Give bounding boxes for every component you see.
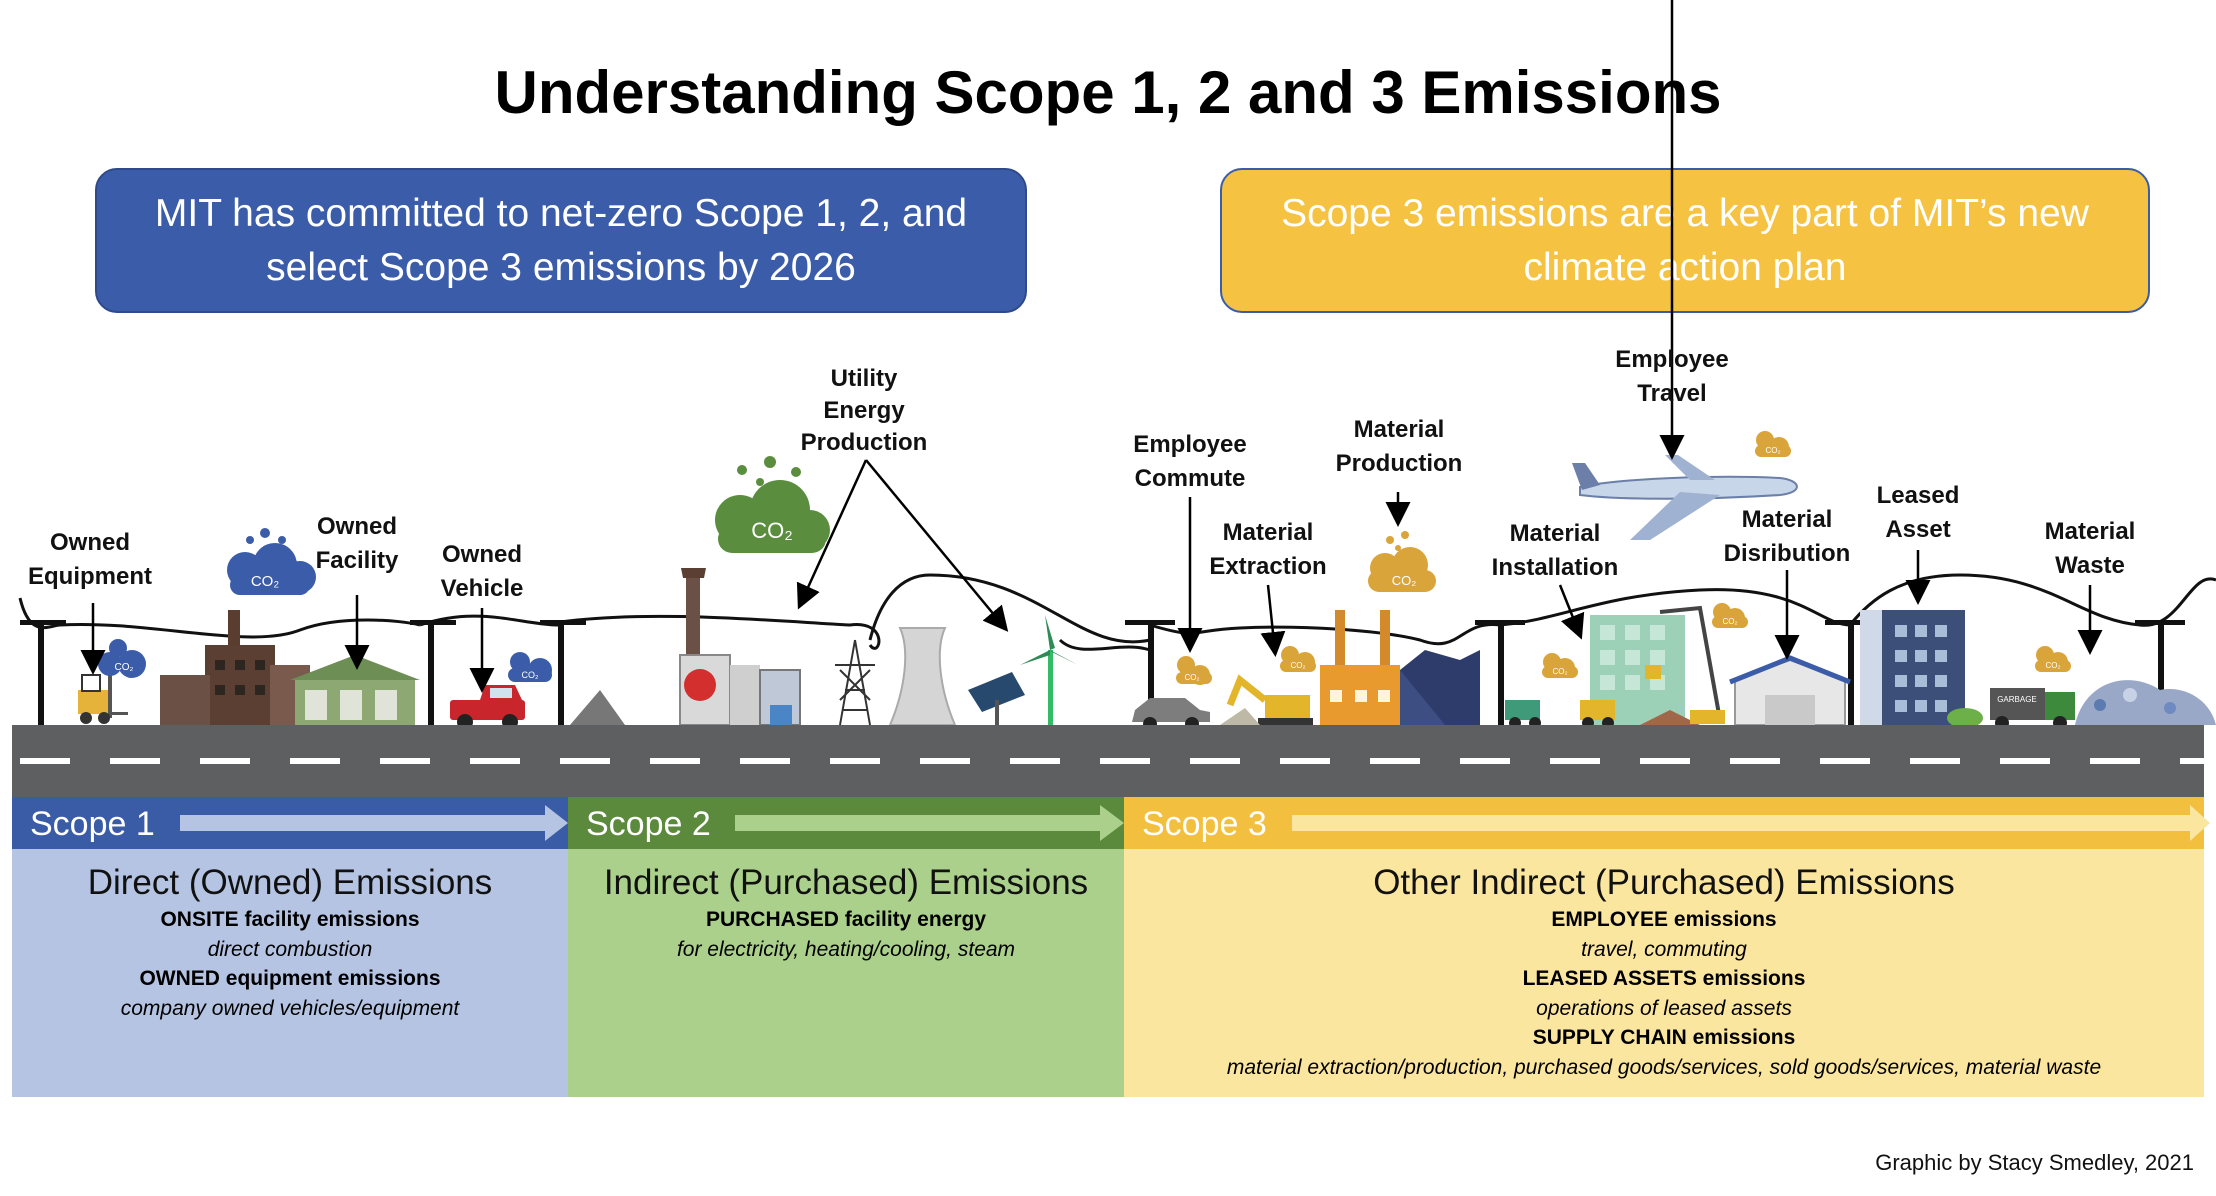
road-lane-markings: [20, 758, 2204, 764]
scope3-line: SUPPLY CHAIN emissions: [1532, 1026, 1796, 1049]
utility-poles: [20, 620, 2185, 725]
pole-icon: [540, 620, 586, 725]
solar-panel-icon: [968, 672, 1025, 725]
scope1-header: Scope 1: [12, 797, 568, 849]
scope1-line: ONSITE facility emissions: [160, 908, 420, 931]
transmission-tower-icon: [835, 639, 875, 726]
garbage-truck-icon: GARBAGE: [1990, 688, 2075, 730]
co2-label: CO₂: [1290, 661, 1305, 670]
co2-label: CO₂: [1184, 673, 1199, 682]
scope1-line: OWNED equipment emissions: [139, 967, 441, 990]
co2-label: CO₂: [1392, 573, 1417, 588]
scope3-line: LEASED ASSETS emissions: [1522, 967, 1806, 990]
co2-cloud-icon: CO₂: [2035, 646, 2071, 672]
scope3-name: Scope 3: [1142, 805, 1267, 843]
pole-icon: [410, 620, 456, 725]
co2-label: CO₂: [1552, 667, 1567, 676]
scope3-panel-bg: [1124, 849, 2204, 1097]
co2-label: CO₂: [1765, 446, 1780, 455]
scope2-header: Scope 2: [568, 797, 1124, 849]
scope3-line: travel, commuting: [1581, 938, 1747, 961]
scope3-line: operations of leased assets: [1536, 997, 1792, 1020]
scope1-panel: Direct (Owned) Emissions ONSITE facility…: [12, 849, 568, 1097]
co2-label: CO₂: [251, 573, 280, 590]
scope3-heading: Other Indirect (Purchased) Emissions: [1373, 863, 1955, 902]
label-pointer-arrows: [80, 0, 2103, 693]
scope1-line: company owned vehicles/equipment: [120, 997, 460, 1020]
scope1-panel-bg: [12, 849, 568, 1097]
page-title: Understanding Scope 1, 2 and 3 Emissions: [494, 59, 1722, 126]
commuter-car-icon: [1132, 698, 1210, 731]
scope2-line: PURCHASED facility energy: [705, 908, 987, 931]
co2-cloud-icon: CO₂: [1755, 431, 1791, 457]
power-plant-icon: [570, 568, 801, 726]
scope2-heading: Indirect (Purchased) Emissions: [603, 863, 1089, 902]
co2-cloud-icon: CO₂: [1368, 531, 1436, 592]
pole-icon: [1475, 620, 1525, 725]
material-production-factory-icon: [1320, 610, 1480, 725]
pole-icon: [2135, 620, 2185, 725]
co2-label: CO₂: [2045, 661, 2060, 670]
airplane-icon: [1572, 455, 1798, 540]
co2-cloud-icon: CO₂: [1542, 653, 1578, 678]
scope3-line: EMPLOYEE emissions: [1551, 908, 1777, 931]
wind-turbine-icon: [1020, 615, 1078, 725]
pole-icon: [20, 620, 66, 725]
leased-office-building-icon: [1860, 610, 1983, 728]
scope1-line: direct combustion: [207, 938, 373, 961]
scope3-line: material extraction/production, purchase…: [1226, 1056, 2102, 1079]
scope1-heading: Direct (Owned) Emissions: [87, 863, 493, 902]
co2-cloud-icon: CO₂: [98, 639, 146, 678]
forklift-icon: [78, 670, 128, 724]
co2-cloud-icon: CO₂: [715, 456, 830, 553]
co2-label: CO₂: [751, 518, 793, 543]
scope2-panel: Indirect (Purchased) Emissions PURCHASED…: [568, 849, 1124, 1097]
scope1-arrow-icon: [180, 805, 568, 841]
scope1-name: Scope 1: [30, 805, 155, 843]
co2-cloud-icon: CO₂: [1280, 646, 1316, 672]
co2-label: CO₂: [1722, 617, 1737, 626]
co2-cloud-icon: CO₂: [1712, 603, 1748, 628]
waste-pile-icon: [2075, 680, 2216, 725]
owned-facility-factory-icon: [160, 610, 420, 725]
cooling-tower-icon: [888, 627, 957, 726]
graphic-credit: Graphic by Stacy Smedley, 2021: [1875, 1150, 2194, 1175]
co2-label: CO₂: [522, 670, 540, 680]
pole-icon: [1825, 620, 1875, 725]
scope2-panel-bg: [568, 849, 1124, 1097]
scope3-arrow-icon: [1292, 805, 2210, 841]
pole-icon: [1125, 620, 1175, 725]
owned-vehicle-truck-icon: [450, 685, 525, 730]
co2-cloud-icon: CO₂: [1176, 656, 1212, 685]
co2-cloud-icon: CO₂: [508, 652, 552, 682]
co2-cloud-icon: CO₂: [227, 528, 316, 595]
scope3-panel: Other Indirect (Purchased) Emissions EMP…: [1124, 849, 2204, 1097]
scope2-arrow-icon: [735, 805, 1124, 841]
scope2-name: Scope 2: [586, 805, 711, 843]
co2-label: CO₂: [115, 662, 134, 673]
excavator-icon: [1220, 674, 1313, 726]
scope2-line: for electricity, heating/cooling, steam: [676, 938, 1016, 961]
warehouse-icon: [1729, 655, 1851, 726]
scope3-header: Scope 3: [1124, 797, 2204, 849]
construction-site-icon: [1505, 605, 1725, 729]
net-zero-commitment-banner: MIT has committed to net-zero Scope 1, 2…: [95, 168, 1027, 313]
scope3-climate-plan-banner: Scope 3 emissions are a key part of MIT’…: [1220, 168, 2150, 313]
garbage-label: GARBAGE: [1997, 695, 2037, 704]
